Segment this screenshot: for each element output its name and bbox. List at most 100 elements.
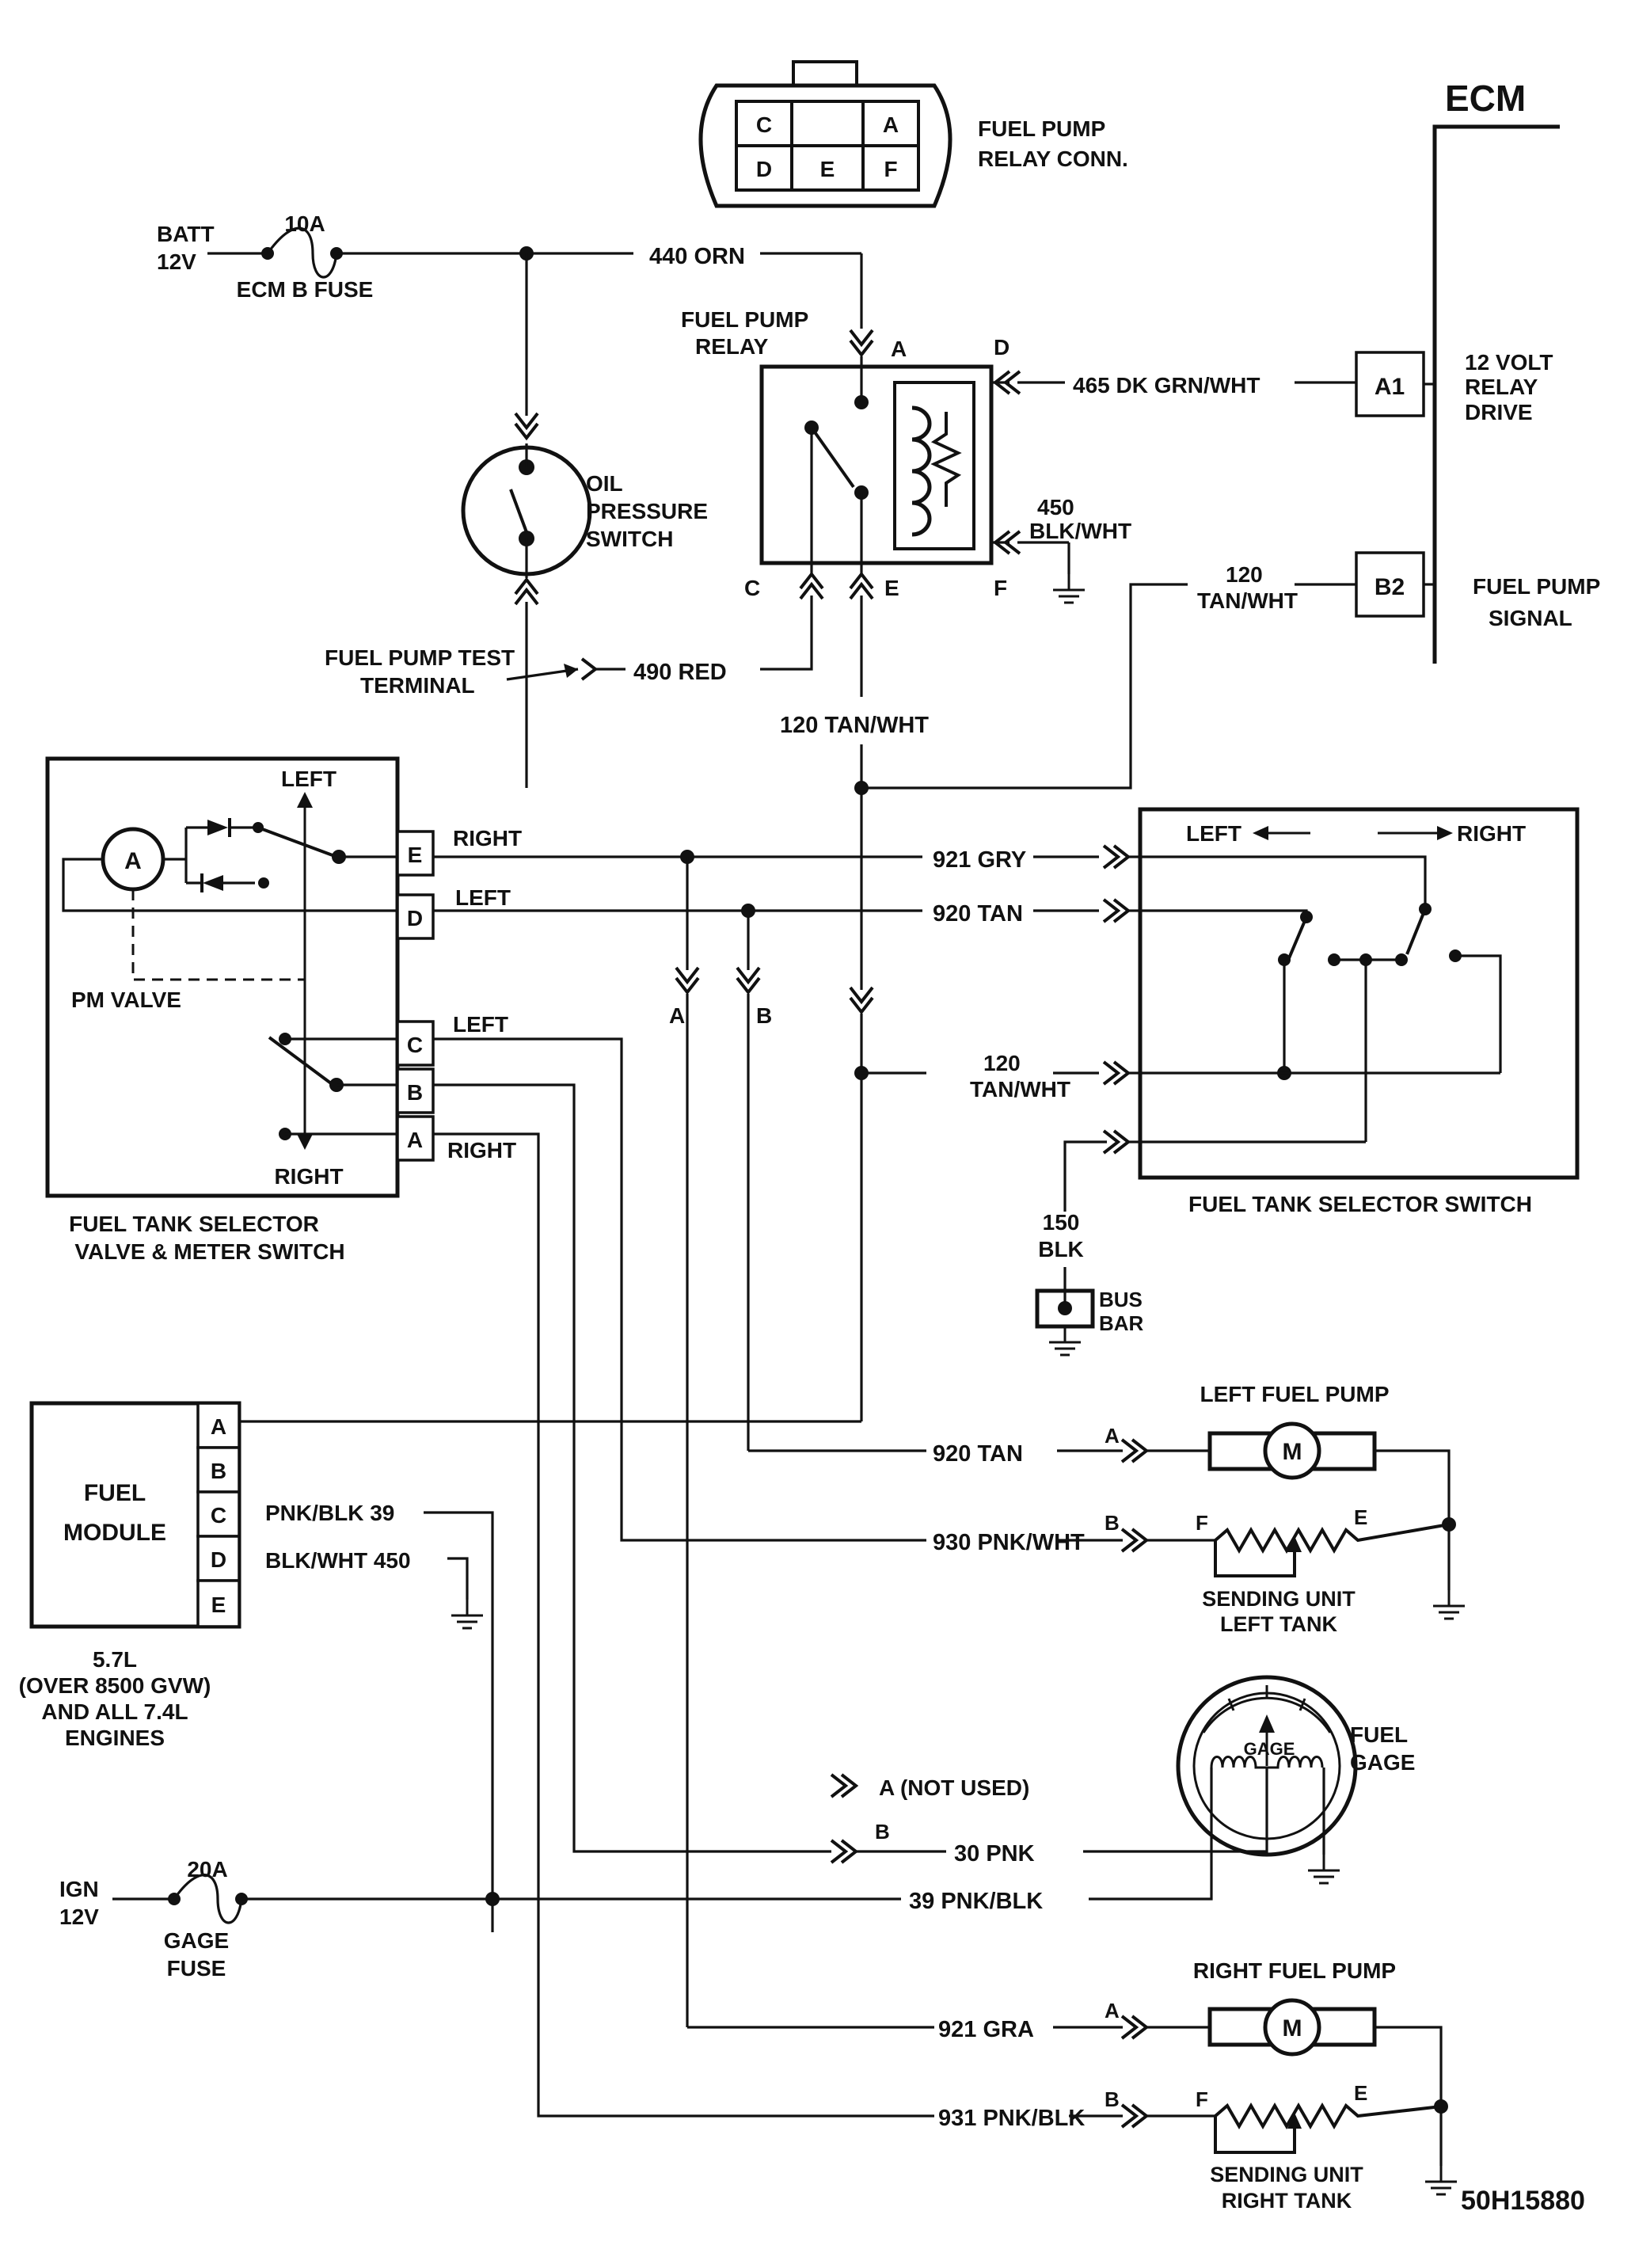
figure-id: 50H15880	[1461, 2186, 1585, 2216]
module-pin-d-wire: BLK/WHT 450	[265, 1548, 411, 1573]
battery-feed: BATT 12V 10A ECM B FUSE 440 ORN	[157, 211, 863, 329]
right-sender-f: F	[1196, 2087, 1208, 2111]
left-pump-motor: M	[1283, 1439, 1302, 1465]
ecm-a1-desc-3: DRIVE	[1465, 400, 1533, 424]
selector-switch-caption: FUEL TANK SELECTOR SWITCH	[1188, 1192, 1532, 1216]
left-pump-title: LEFT FUEL PUMP	[1200, 1382, 1389, 1406]
gage-fuse-label-1: GAGE	[164, 1928, 229, 1953]
conn-cell-d: D	[756, 157, 772, 181]
module-pin-c-wire: PNK/BLK 39	[265, 1501, 394, 1525]
fuel-module: FUEL MODULE A B C D E PNK/BLK 39 BLK/WHT…	[19, 1401, 494, 1932]
valve-pin-e-label: E	[408, 843, 423, 867]
ecm-pin-b2-label: B2	[1375, 574, 1405, 600]
wire-930: 930 PNK/WHT	[933, 1530, 1085, 1555]
left-sender-label-1: SENDING UNIT	[1202, 1587, 1356, 1611]
relay-label-1: FUEL PUMP	[681, 307, 808, 332]
oil-switch-label-3: SWITCH	[586, 527, 673, 551]
right-pump-title: RIGHT FUEL PUMP	[1193, 1958, 1396, 1983]
ecm-title: ECM	[1445, 78, 1526, 119]
fuse-10a-label: ECM B FUSE	[237, 277, 374, 302]
module-pin-c-label: C	[211, 1503, 226, 1528]
batt-label-2: 12V	[157, 249, 196, 274]
wire-150-num: 150	[1043, 1210, 1080, 1235]
module-pin-b	[196, 1446, 241, 1494]
left-pump-pin-a: A	[1105, 1424, 1120, 1448]
module-caption-4: ENGINES	[65, 1726, 165, 1750]
conn-cell-f: F	[884, 157, 897, 181]
gage-face: GAGE	[1244, 1739, 1295, 1759]
left-fuel-pump: LEFT FUEL PUMP 920 TAN A M 930 PNK/WHT B…	[933, 1382, 1466, 1636]
module-pin-b-label: B	[211, 1459, 226, 1483]
fuel-pump-relay: FUEL PUMP RELAY A D 465 DK GRN/WHT 450 B…	[681, 307, 1356, 790]
wire-921-gry: 921 GRY	[933, 847, 1026, 873]
test-terminal-label-1: FUEL PUMP TEST	[325, 645, 515, 670]
relay-pin-d: D	[994, 335, 1010, 360]
test-terminal-label-2: TERMINAL	[360, 673, 475, 698]
conn-cell-c: C	[756, 112, 772, 137]
wire-450-num: 450	[1037, 495, 1074, 519]
wire-920-tan: 920 TAN	[933, 901, 1023, 927]
branch-a: A	[669, 1003, 685, 1028]
module-pin-a-label: A	[211, 1414, 226, 1439]
valve-pin-a-label: A	[407, 1128, 423, 1152]
bus-bar-label-1: BUS	[1099, 1288, 1143, 1311]
right-sender-label-1: SENDING UNIT	[1210, 2163, 1363, 2186]
pm-valve-label: PM VALVE	[71, 987, 181, 1012]
relay-pin-f: F	[994, 576, 1007, 600]
module-pin-d-label: D	[211, 1547, 226, 1572]
oil-pressure-switch: OIL PRESSURE SWITCH	[461, 253, 708, 788]
wire-120-color: TAN/WHT	[1197, 588, 1298, 613]
fuel-module-label-2: MODULE	[63, 1520, 166, 1546]
wire-931: 931 PNK/BLK	[938, 2106, 1085, 2131]
batt-label-1: BATT	[157, 222, 215, 246]
wire-39: 39 PNK/BLK	[909, 1889, 1043, 1914]
valve-caption-2: VALVE & METER SWITCH	[74, 1239, 344, 1264]
relay-pin-c: C	[744, 576, 760, 600]
switch-right-label: RIGHT	[1457, 821, 1526, 846]
conn-cell-e: E	[820, 157, 835, 181]
module-pin-e	[196, 1579, 241, 1628]
wire-450-color: BLK/WHT	[1029, 519, 1131, 543]
relay-conn-label-2: RELAY CONN.	[978, 147, 1128, 171]
wire-490: 490 RED	[633, 660, 727, 685]
fuse-10a-rating: 10A	[284, 211, 325, 236]
left-sender-label-2: LEFT TANK	[1220, 1612, 1337, 1636]
ecm-a1-desc-2: RELAY	[1465, 375, 1538, 399]
module-caption-2: (OVER 8500 GVW)	[19, 1673, 211, 1698]
wire-120-d: TAN/WHT	[970, 1077, 1070, 1102]
valve-pin-e-desc: RIGHT	[453, 826, 522, 850]
module-pin-a	[196, 1402, 241, 1449]
wire-120-num: 120	[1226, 562, 1263, 587]
bus-bar: BUS BAR	[1035, 1288, 1144, 1357]
ecm-pin-a1-label: A1	[1375, 374, 1405, 400]
fuel-pump-test-terminal: FUEL PUMP TEST TERMINAL 490 RED 120 TAN/…	[325, 596, 929, 990]
valve-left-label: LEFT	[281, 767, 337, 791]
right-pump-pin-b: B	[1105, 2087, 1120, 2111]
gage-fuse-label-2: FUSE	[167, 1956, 226, 1981]
ecm-b2-desc-1: FUEL PUMP	[1473, 574, 1600, 599]
wire-150-color: BLK	[1038, 1237, 1084, 1261]
relay-conn-label-1: FUEL PUMP	[978, 116, 1105, 141]
oil-switch-label-2: PRESSURE	[586, 499, 708, 523]
fuel-pump-relay-connector: C A D E F FUEL PUMP RELAY CONN.	[698, 60, 1128, 208]
right-sender-label-2: RIGHT TANK	[1222, 2189, 1352, 2213]
right-fuel-pump: RIGHT FUEL PUMP 921 GRA A M 931 PNK/BLK …	[938, 1958, 1458, 2213]
wire-921-gra: 921 GRA	[938, 2017, 1034, 2042]
valve-pin-b	[396, 1067, 435, 1114]
fuel-tank-selector-switch: LEFT RIGHT FUEL TANK SELECTOR SWITCH 150…	[1038, 807, 1580, 1308]
valve-pin-c-desc: LEFT	[453, 1012, 508, 1037]
selector-valve-meter-switch: A LEFT RIGHT PM VALVE E	[45, 756, 522, 1264]
wire-120-mid: 120 TAN/WHT	[780, 713, 929, 738]
valve-pin-c	[396, 1020, 435, 1067]
left-sender-f: F	[1196, 1511, 1208, 1535]
ign-label-2: 12V	[59, 1905, 99, 1929]
harness-wires: 921 GRY 920 TAN A B 120 TAN/WHT	[239, 847, 1099, 2118]
ecm-b2-desc-2: SIGNAL	[1489, 606, 1572, 630]
switch-left-label: LEFT	[1186, 821, 1241, 846]
gage-label-1: FUEL	[1350, 1722, 1408, 1747]
valve-pin-c-label: C	[407, 1033, 423, 1057]
valve-pin-d-label: D	[407, 906, 423, 930]
module-caption-3: AND ALL 7.4L	[41, 1699, 188, 1724]
left-pump-pin-b: B	[1105, 1511, 1120, 1535]
